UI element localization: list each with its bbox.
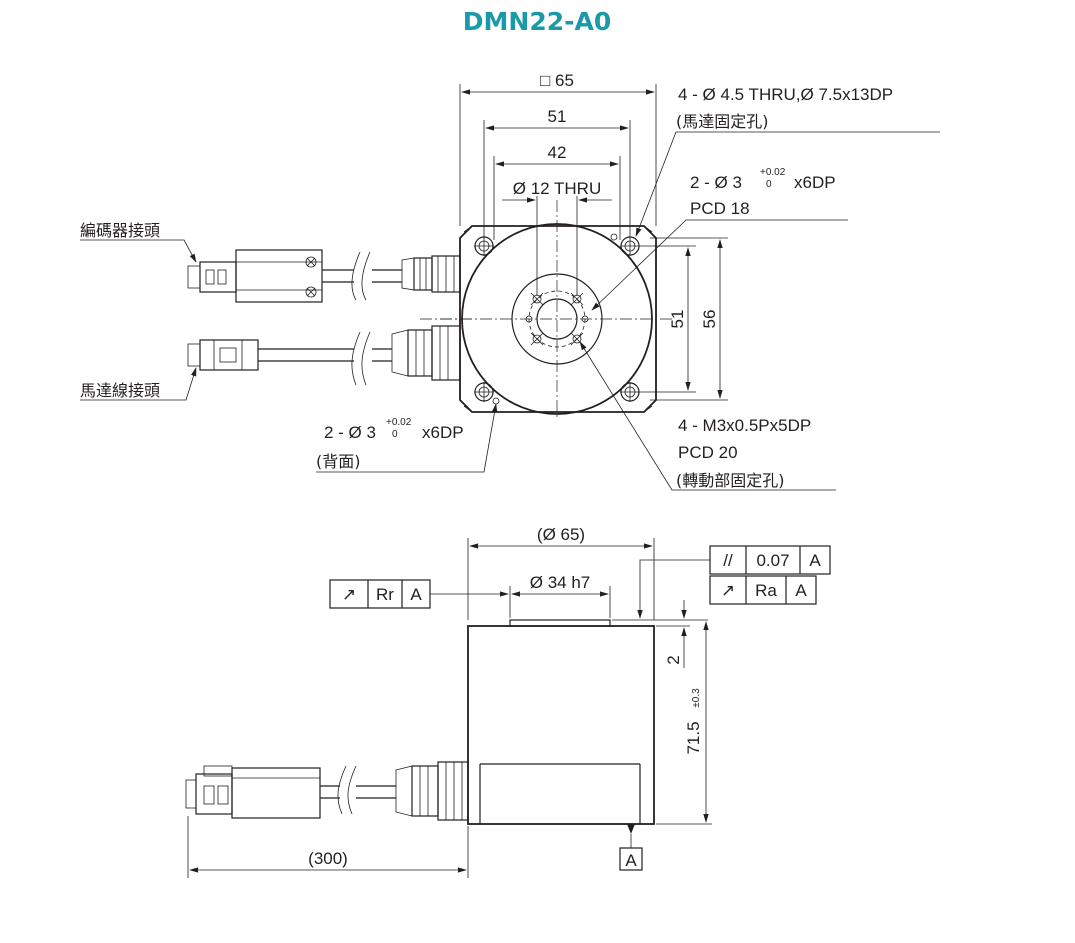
side-cable-gland (395, 761, 469, 821)
drawing-title: DMN22-A0 (463, 7, 611, 36)
dim-square-65: □ 65 (540, 71, 574, 90)
callout-pin-holes-tol-upper: +0.02 (760, 167, 786, 178)
datum-triangle (627, 824, 635, 834)
callout-motor-holes: 4 - Ø 4.5 THRU,Ø 7.5x13DP (678, 85, 893, 104)
side-connector (185, 765, 321, 819)
tol-runout-value: Rr (376, 585, 394, 604)
tol-frame-axial: ↗ Ra A (709, 575, 817, 605)
tol-frame-runout: ↗ Rr A (329, 579, 431, 609)
side-top-flange (509, 619, 611, 627)
dim-42: 42 (548, 143, 567, 162)
corner-hole-tl (474, 236, 494, 256)
threaded-holes (525, 292, 589, 346)
corner-hole-tr (620, 236, 640, 256)
dim-cable-300: (300) (308, 849, 348, 868)
side-body (467, 625, 655, 825)
callout-pin-holes-main: 2 - Ø 3 (690, 173, 742, 192)
tol-axial-symbol: ↗ (721, 581, 735, 600)
corner-hole-br (620, 382, 640, 402)
dim-dia-34: Ø 34 h7 (530, 573, 591, 592)
callout-back-holes-tol-upper: +0.02 (386, 417, 412, 428)
encoder-connector (187, 249, 323, 303)
tol-parallel-symbol: // (723, 551, 733, 570)
tol-parallel-value: 0.07 (756, 551, 789, 570)
callout-back-holes-suffix: x6DP (422, 423, 464, 442)
callout-back-holes-note: (背面) (316, 452, 361, 471)
dim-height-tolerance: ±0.3 (691, 688, 702, 708)
dim-dia-65: (Ø 65) (537, 525, 585, 544)
dim-bore-12: Ø 12 THRU (513, 179, 602, 198)
callout-back-holes-main: 2 - Ø 3 (324, 423, 376, 442)
callout-motor-holes-note: (馬達固定孔) (676, 112, 769, 131)
callout-pin-holes-suffix: x6DP (794, 173, 836, 192)
label-encoder-connector: 編碼器接頭 (80, 221, 160, 240)
motor-cable-gland (391, 325, 461, 381)
tol-runout-symbol: ↗ (342, 585, 356, 604)
corner-hole-bl (474, 382, 494, 402)
tol-parallel-datum: A (809, 551, 821, 570)
callout-tapped-holes: 4 - M3x0.5Px5DP (678, 416, 811, 435)
motor-connector (187, 339, 259, 371)
callout-tapped-holes-note: (轉動部固定孔) (676, 471, 785, 490)
callout-back-holes-tol-lower: 0 (392, 429, 398, 440)
side-view: A (Ø 65) Ø 34 h7 ↗ Rr A // 0.07 A (185, 525, 831, 878)
callout-tapped-holes-pcd: PCD 20 (678, 443, 738, 462)
datum-a-label: A (625, 851, 637, 870)
tol-runout-datum: A (410, 585, 422, 604)
tol-axial-datum: A (795, 581, 807, 600)
encoder-cable-gland (401, 255, 461, 293)
dim-vertical-56: 56 (700, 310, 719, 329)
tol-frame-parallel: // 0.07 A (709, 545, 831, 575)
top-view: □ 65 51 42 Ø 12 THRU 51 56 4 - Ø 4.5 THR… (80, 71, 940, 491)
tol-axial-value: Ra (755, 581, 777, 600)
callout-pin-holes-pcd: PCD 18 (690, 199, 750, 218)
dim-2: 2 (664, 655, 683, 664)
callout-pin-holes-tol-lower: 0 (766, 179, 772, 190)
dim-vertical-51: 51 (668, 310, 687, 329)
label-motor-connector: 馬達線接頭 (80, 381, 160, 400)
dim-51: 51 (548, 107, 567, 126)
dim-height-71-5: 71.5 (684, 721, 703, 754)
